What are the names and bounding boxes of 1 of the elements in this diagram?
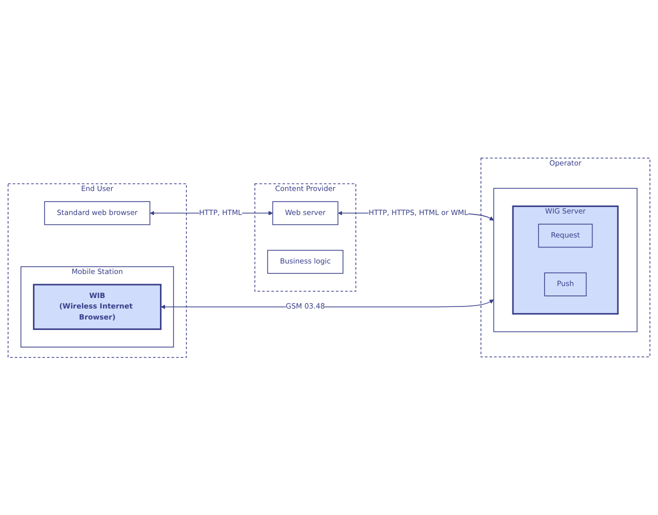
cluster xyxy=(493,188,638,332)
